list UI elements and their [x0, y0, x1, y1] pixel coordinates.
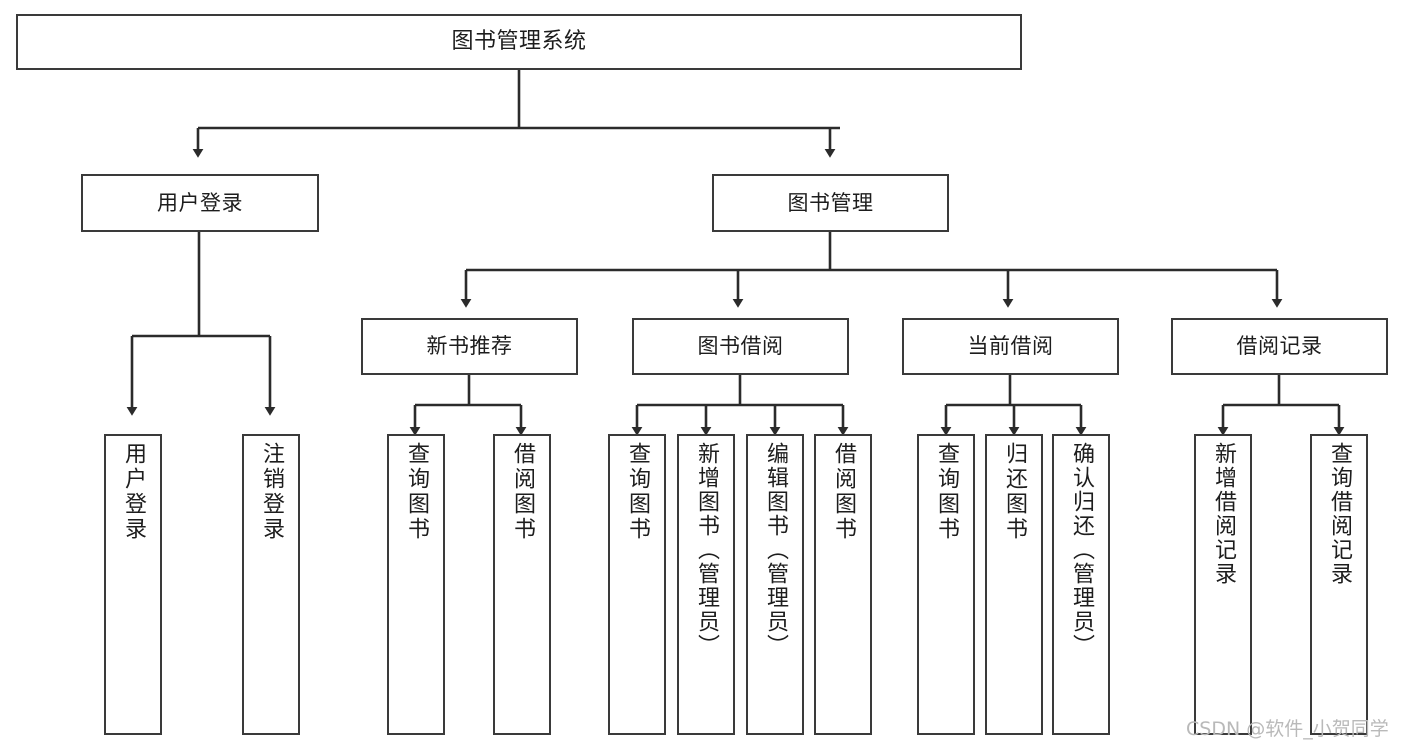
leaf-current-borrow-query[interactable]: 查询图书 — [917, 434, 975, 735]
leaf-book-borrow-query[interactable]: 查询图书 — [608, 434, 666, 735]
leaf-current-borrow-confirm-return[interactable]: 确认归还（管理员） — [1052, 434, 1110, 735]
node-label: 查询借阅记录 — [1327, 442, 1352, 586]
leaf-user-login-logout[interactable]: 注销登录 — [242, 434, 300, 735]
node-current-borrow[interactable]: 当前借阅 — [902, 318, 1119, 375]
node-label: 用户登录 — [121, 442, 146, 542]
node-label: 图书管理系统 — [451, 29, 587, 55]
node-root-system[interactable]: 图书管理系统 — [16, 14, 1022, 70]
leaf-current-borrow-return[interactable]: 归还图书 — [985, 434, 1043, 735]
node-borrow-record[interactable]: 借阅记录 — [1171, 318, 1388, 375]
node-book-borrow[interactable]: 图书借阅 — [632, 318, 849, 375]
leaf-new-book-borrow[interactable]: 借阅图书 — [493, 434, 551, 735]
node-label: 注销登录 — [259, 442, 284, 542]
node-label: 借阅图书 — [510, 442, 535, 542]
node-label: 图书管理 — [787, 190, 874, 215]
node-label: 用户登录 — [157, 190, 243, 215]
leaf-new-book-query[interactable]: 查询图书 — [387, 434, 445, 735]
node-label: 编辑图书（管理员） — [763, 442, 788, 658]
node-label: 新增图书（管理员） — [694, 442, 719, 658]
node-book-management[interactable]: 图书管理 — [712, 174, 949, 232]
node-label: 查询图书 — [625, 442, 650, 542]
csdn-watermark: CSDN @软件_小贺同学 — [1186, 718, 1389, 740]
leaf-book-borrow-edit[interactable]: 编辑图书（管理员） — [746, 434, 804, 735]
node-new-book-recommend[interactable]: 新书推荐 — [361, 318, 578, 375]
node-label: 新增借阅记录 — [1211, 442, 1236, 586]
leaf-user-login-login[interactable]: 用户登录 — [104, 434, 162, 735]
leaf-borrow-record-query[interactable]: 查询借阅记录 — [1310, 434, 1368, 735]
node-label: 借阅记录 — [1236, 334, 1323, 359]
node-label: 确认归还（管理员） — [1069, 442, 1094, 658]
leaf-book-borrow-add[interactable]: 新增图书（管理员） — [677, 434, 735, 735]
node-label: 查询图书 — [934, 442, 959, 542]
node-label: 当前借阅 — [967, 334, 1054, 359]
node-label: 图书借阅 — [697, 334, 784, 359]
node-user-login[interactable]: 用户登录 — [81, 174, 319, 232]
node-label: 查询图书 — [404, 442, 429, 542]
leaf-borrow-record-add[interactable]: 新增借阅记录 — [1194, 434, 1252, 735]
leaf-book-borrow-borrow[interactable]: 借阅图书 — [814, 434, 872, 735]
node-label: 借阅图书 — [831, 442, 856, 542]
node-label: 新书推荐 — [426, 334, 513, 359]
node-label: 归还图书 — [1002, 442, 1027, 542]
